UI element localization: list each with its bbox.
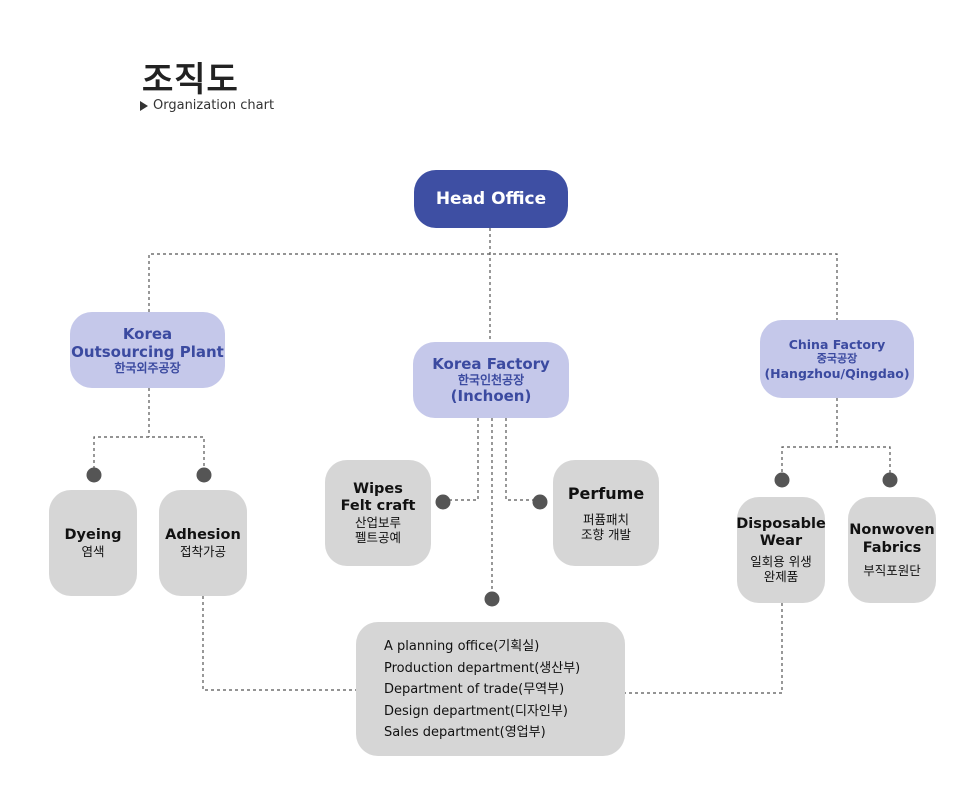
- wipes-ko1: 산업보루: [354, 515, 401, 531]
- departments-box: A planning office(기획실) Production depart…: [356, 622, 625, 756]
- nonwoven-en2: Fabrics: [862, 539, 922, 556]
- disposable-wear-node: Disposable Wear 일회용 위생 완제품: [736, 497, 826, 603]
- nonwoven-en1: Nonwoven: [849, 522, 935, 539]
- department-item: A planning office(기획실): [384, 639, 540, 654]
- connector-outsourcing-children: [93, 436, 205, 475]
- page-title: 조직도: [142, 60, 239, 100]
- korea-outsourcing-line1: Korea: [122, 324, 173, 343]
- china-factory-line1: China Factory: [788, 337, 886, 353]
- china-factory-sub: 중국공장: [816, 352, 858, 366]
- department-item: Production department(생산부): [384, 660, 581, 676]
- perfume-en: Perfume: [567, 484, 645, 504]
- connector-dot: [484, 591, 500, 607]
- perfume-ko2: 조향 개발: [581, 526, 631, 542]
- nonwoven-ko: 부직포원단: [863, 562, 921, 578]
- triangle-right-icon: [140, 100, 148, 111]
- dyeing-ko: 염색: [81, 544, 105, 560]
- korea-outsourcing-line2: Outsourcing Plant: [71, 342, 224, 361]
- perfume-node: Perfume 퍼퓸패치 조향 개발: [553, 460, 659, 566]
- connector-dot: [196, 467, 212, 483]
- connector-to-perfume: [505, 418, 540, 501]
- connector-to-wipes: [443, 418, 479, 501]
- china-factory-node: China Factory 중국공장 (Hangzhou/Qingdao): [760, 320, 914, 398]
- connector-dot: [86, 467, 102, 483]
- department-item: Design department(디자인부): [384, 703, 568, 719]
- wipes-en2: Felt craft: [340, 498, 416, 514]
- wipes-node: Wipes Felt craft 산업보루 펠트공예: [325, 460, 431, 566]
- china-factory-line3: (Hangzhou/Qingdao): [764, 365, 910, 381]
- adhesion-ko: 접착가공: [179, 544, 226, 560]
- adhesion-node: Adhesion 접착가공: [159, 490, 247, 596]
- head-office-node: Head Office: [414, 170, 568, 228]
- disposable-ko1: 일회용 위생: [750, 554, 812, 570]
- korea-outsourcing-node: Korea Outsourcing Plant 한국외주공장: [70, 312, 225, 388]
- perfume-ko1: 퍼퓸패치: [582, 511, 629, 527]
- nonwoven-fabrics-node: Nonwoven Fabrics 부직포원단: [848, 497, 936, 603]
- connector-adhesion-to-departments: [202, 596, 356, 691]
- disposable-en1: Disposable: [736, 515, 826, 532]
- department-item: Department of trade(무역부): [384, 682, 565, 697]
- connector-dot: [532, 494, 548, 510]
- korea-factory-node: Korea Factory 한국인천공장 (Inchoen): [413, 342, 569, 418]
- department-item: Sales department(영업부): [384, 725, 546, 740]
- korea-factory-line1: Korea Factory: [432, 354, 550, 373]
- connector-disposable-to-departments: [625, 603, 783, 694]
- connector-dot: [882, 472, 898, 488]
- disposable-ko2: 완제품: [763, 569, 799, 585]
- connector-dot: [435, 494, 451, 510]
- connector-dot: [774, 472, 790, 488]
- connector-china-children: [781, 446, 891, 478]
- dyeing-en: Dyeing: [64, 526, 122, 543]
- adhesion-en: Adhesion: [165, 526, 241, 543]
- head-office-label: Head Office: [435, 188, 547, 209]
- korea-factory-line3: (Inchoen): [450, 387, 532, 406]
- wipes-ko2: 펠트공예: [354, 530, 401, 546]
- wipes-en1: Wipes: [353, 480, 403, 497]
- disposable-en2: Wear: [759, 533, 803, 549]
- connector-top-branch: [148, 253, 838, 320]
- korea-outsourcing-sub: 한국외주공장: [114, 360, 181, 375]
- dyeing-node: Dyeing 염색: [49, 490, 137, 596]
- subtitle-text: Organization chart: [153, 98, 275, 113]
- page-subtitle: Organization chart: [140, 98, 274, 113]
- korea-factory-sub: 한국인천공장: [457, 372, 525, 387]
